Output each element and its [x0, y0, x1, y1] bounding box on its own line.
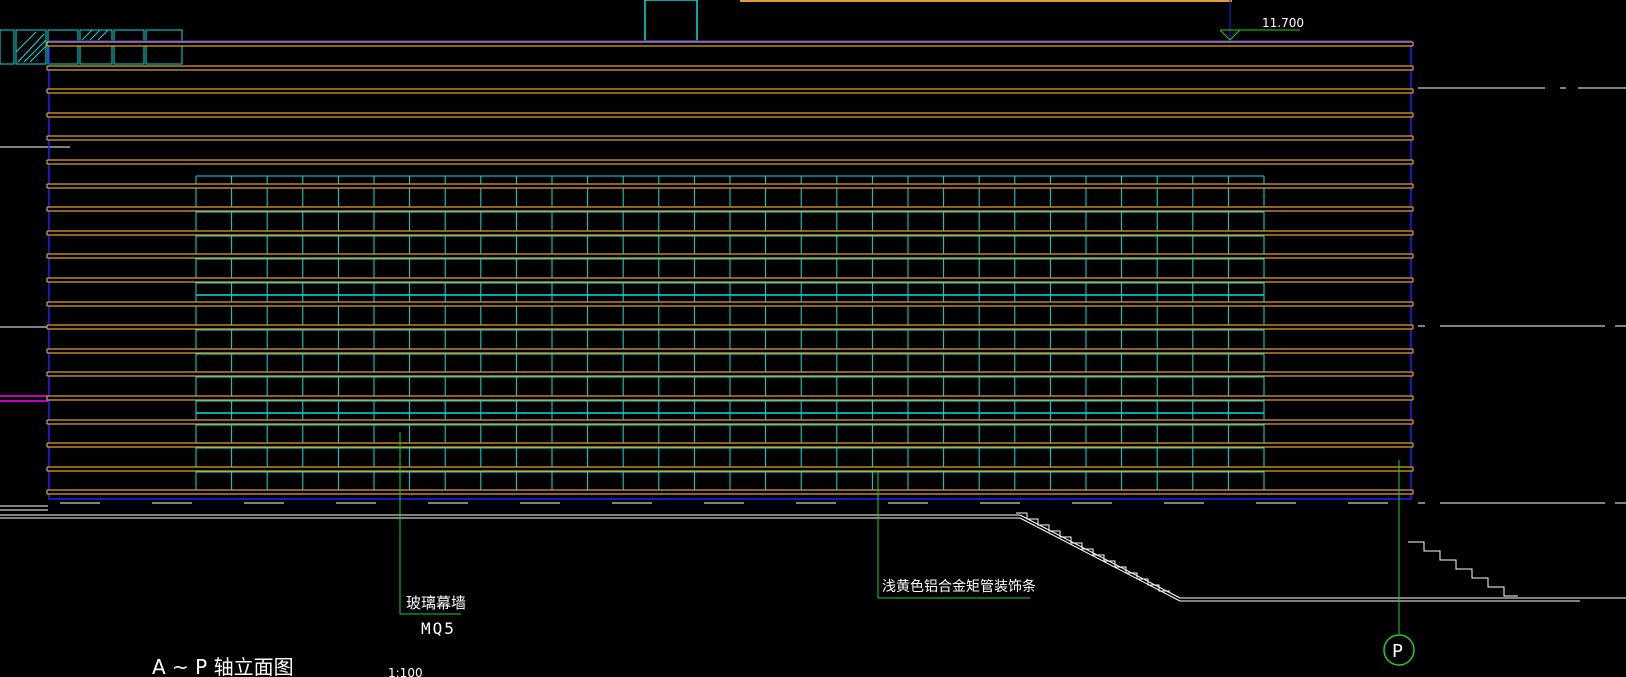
aluminum-strip [46, 489, 1414, 495]
axis-label: P [1392, 641, 1403, 662]
left-cropped-structure [0, 29, 183, 65]
curtain-wall-label: 玻璃幕墙 [406, 594, 466, 612]
left-reference-lines [0, 146, 70, 328]
aluminum-strip [46, 466, 1414, 472]
elevation-marker: 11.700 [1219, 0, 1304, 41]
aluminum-strip [46, 324, 1414, 330]
aluminum-strip [46, 65, 1414, 71]
decorative-strips [46, 41, 1414, 504]
aluminum-strip [46, 159, 1414, 165]
aluminum-strip [46, 135, 1414, 141]
aluminum-strip [46, 41, 1414, 47]
roof-parapet [644, 0, 698, 42]
aluminum-strip [46, 442, 1414, 448]
side-stair-steps [1408, 541, 1518, 597]
drawing-title: A ~ P 轴立面图 [152, 655, 294, 677]
aluminum-strip [46, 348, 1414, 354]
decor-strip-label: 浅黄色铝合金矩管装饰条 [882, 578, 1036, 595]
axis-bubble-p: P [1383, 460, 1415, 666]
aluminum-strip [46, 301, 1414, 307]
aluminum-strip [46, 112, 1414, 118]
ground [0, 505, 1626, 602]
magenta-marker [0, 395, 48, 402]
aluminum-strip [46, 371, 1414, 377]
ramp-stair-steps [1016, 512, 1170, 592]
aluminum-strip [46, 230, 1414, 236]
curtain-wall-code: MQ5 [421, 619, 456, 638]
leader-decor-strip: 浅黄色铝合金矩管装饰条 [877, 472, 1036, 599]
aluminum-strip [46, 253, 1414, 259]
elevation-mark-text: 11.700 [1262, 16, 1304, 30]
aluminum-strip [46, 395, 1414, 401]
right-reference-lines [1418, 87, 1626, 504]
side-stairs [1408, 541, 1518, 597]
drawing-scale: 1:100 [388, 666, 423, 677]
aluminum-strip [46, 183, 1414, 189]
leader-curtain-wall: 玻璃幕墙 MQ5 [399, 432, 466, 638]
aluminum-strip [46, 88, 1414, 94]
aluminum-strip [46, 206, 1414, 212]
ramp-stairs [1016, 512, 1170, 592]
aluminum-strip [46, 277, 1414, 283]
aluminum-strip [46, 419, 1414, 425]
building-outline [48, 40, 1412, 500]
